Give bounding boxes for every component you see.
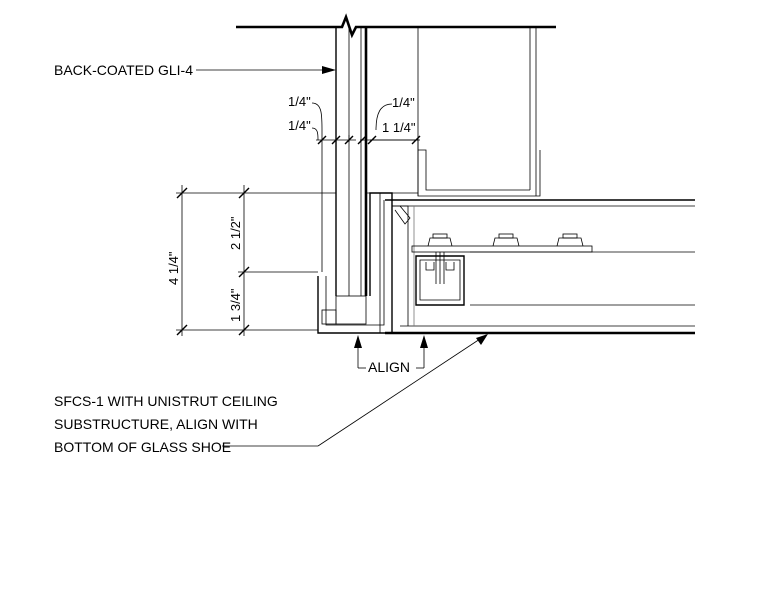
sfcs-note-line-3: BOTTOM OF GLASS SHOE [54, 439, 231, 455]
bolt-3 [556, 233, 584, 247]
right-dim-leaders [357, 103, 421, 145]
sfcs-leader [222, 334, 488, 447]
left-dim-leaders [311, 102, 356, 272]
top-slab-line [236, 13, 556, 39]
dim-left-quarter-top: 1/4" [288, 94, 311, 109]
back-coated-note: BACK-COATED GLI-4 [54, 62, 193, 78]
align-label: ALIGN [368, 359, 410, 375]
dim-upper-height: 2 1/2" [228, 216, 243, 250]
wall-soffit [370, 27, 541, 197]
dim-left-quarter-bottom: 1/4" [288, 118, 311, 133]
dim-overall-height: 4 1/4" [166, 251, 181, 285]
dim-lower-height: 1 3/4" [228, 288, 243, 322]
align-markers [354, 335, 428, 369]
glass-shoe [317, 192, 418, 334]
ceiling-panel [385, 199, 695, 335]
bolt-2 [492, 233, 520, 247]
dim-right-one-quarter: 1 1/4" [382, 120, 416, 135]
unistrut-channel [411, 245, 695, 306]
dim-right-quarter: 1/4" [392, 95, 415, 110]
bolt-1 [427, 233, 453, 247]
vertical-dim-lines [176, 185, 336, 336]
sfcs-note-line-1: SFCS-1 WITH UNISTRUT CEILING [54, 393, 278, 409]
glass-panel [335, 27, 368, 296]
sfcs-note-line-2: SUBSTRUCTURE, ALIGN WITH [54, 416, 258, 432]
back-coated-leader [196, 66, 336, 74]
